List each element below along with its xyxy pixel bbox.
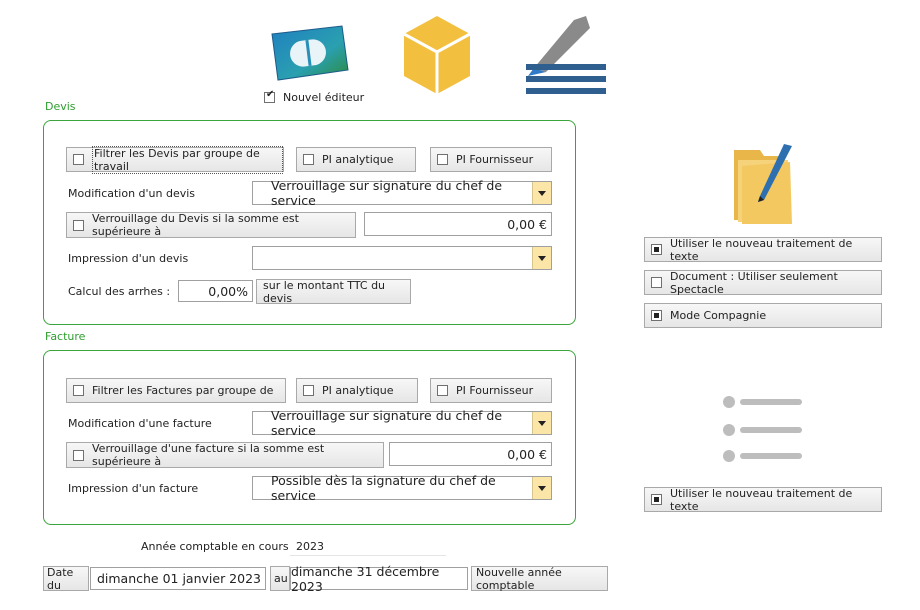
devis-group: [43, 120, 576, 325]
facture-verrouillage-amount[interactable]: 0,00 €: [389, 442, 552, 466]
nouvel-editeur-label: Nouvel éditeur: [283, 90, 365, 104]
devis-impression-label: Impression d'un devis: [68, 251, 189, 265]
facture-section-title: Facture: [45, 330, 86, 343]
facture-pi-fournisseur-checkbox[interactable]: PI Fournisseur: [430, 378, 552, 403]
chevron-down-icon[interactable]: [532, 247, 551, 269]
checkbox-icon: [73, 219, 84, 231]
utiliser-traitement-texte-checkbox-2[interactable]: Utiliser le nouveau traitement de texte: [644, 487, 882, 513]
utiliser-traitement-texte-checkbox-1[interactable]: Utiliser le nouveau traitement de texte: [644, 237, 882, 263]
devis-arrhes-suffix: sur le montant TTC du devis: [256, 279, 411, 305]
chevron-down-icon[interactable]: [532, 412, 551, 434]
box-icon[interactable]: [402, 14, 472, 96]
devis-arrhes-input[interactable]: 0,00%: [178, 280, 253, 302]
folder-pen-icon[interactable]: [730, 142, 796, 224]
cb-card-icon[interactable]: [268, 24, 350, 82]
chevron-down-icon[interactable]: [532, 182, 551, 204]
devis-verrouillage-checkbox[interactable]: Verrouillage du Devis si la somme est su…: [66, 212, 356, 238]
facture-modification-label: Modification d'une facture: [68, 416, 212, 430]
facture-verrouillage-checkbox[interactable]: Verrouillage d'une facture si la somme e…: [66, 442, 384, 468]
devis-modification-label: Modification d'un devis: [68, 186, 196, 200]
annee-comptable-label: Année comptable en cours: [141, 540, 289, 553]
checkbox-icon: [303, 154, 314, 165]
facture-impression-select[interactable]: Possible dès la signature du chef de ser…: [252, 473, 552, 503]
facture-modification-select[interactable]: Verrouillage sur signature du chef de se…: [252, 408, 552, 438]
facture-impression-label: Impression d'un facture: [68, 481, 199, 495]
checkbox-icon: [651, 277, 662, 288]
checkbox-icon: [651, 244, 662, 255]
devis-filtrer-checkbox[interactable]: Filtrer les Devis par groupe de travail: [66, 145, 284, 174]
devis-impression-select[interactable]: [252, 246, 552, 270]
devis-arrhes-label: Calcul des arrhes :: [68, 284, 171, 298]
document-spectacle-checkbox[interactable]: Document : Utiliser seulement Spectacle: [644, 270, 882, 296]
checkbox-icon: [437, 154, 448, 165]
checkbox-icon: [73, 385, 84, 396]
mode-compagnie-checkbox[interactable]: Mode Compagnie: [644, 303, 882, 328]
checkbox-icon: [437, 385, 448, 396]
checkbox-icon: [73, 449, 84, 461]
checkbox-icon: [73, 154, 84, 165]
date-au-input[interactable]: dimanche 31 décembre 2023: [290, 564, 468, 594]
date-du-label: Date du: [43, 566, 89, 592]
date-du-input[interactable]: dimanche 01 janvier 2023: [90, 567, 266, 590]
chevron-down-icon[interactable]: [532, 477, 551, 499]
annee-comptable-value: 2023: [290, 540, 446, 556]
devis-pi-analytique-checkbox[interactable]: PI analytique: [296, 147, 416, 172]
checkbox-icon: [651, 310, 662, 321]
nouvel-editeur-checkbox[interactable]: ✔ Nouvel éditeur: [262, 88, 364, 106]
nouvelle-annee-comptable-button[interactable]: Nouvelle année comptable: [471, 566, 608, 592]
checkbox-icon: [651, 494, 662, 505]
devis-verrouillage-amount[interactable]: 0,00 €: [364, 212, 552, 236]
list-icon[interactable]: [720, 392, 806, 466]
facture-group: [43, 350, 576, 525]
au-label: au: [270, 566, 290, 591]
facture-filtrer-checkbox[interactable]: Filtrer les Factures par groupe de: [66, 378, 286, 403]
devis-pi-fournisseur-checkbox[interactable]: PI Fournisseur: [430, 147, 552, 172]
devis-modification-select[interactable]: Verrouillage sur signature du chef de se…: [252, 178, 552, 208]
devis-section-title: Devis: [45, 100, 76, 113]
checkmark-icon: ✔: [264, 89, 275, 103]
facture-pi-analytique-checkbox[interactable]: PI analytique: [296, 378, 418, 403]
checkbox-icon: [303, 385, 314, 396]
pen-lines-icon[interactable]: [524, 14, 608, 96]
